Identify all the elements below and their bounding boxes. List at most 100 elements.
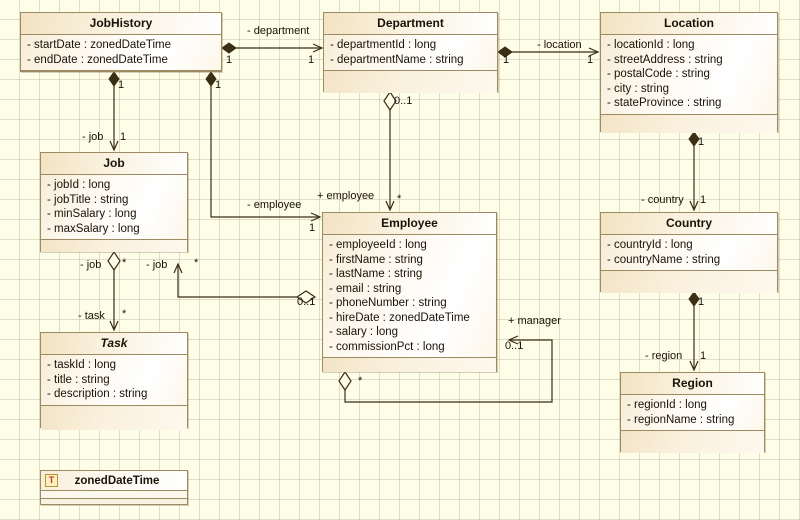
class-box-employee[interactable]: Employee - employeeId : long - firstName… — [322, 212, 497, 372]
edge-multiplicity: * — [358, 375, 363, 387]
attribute-row: - postalCode : string — [607, 68, 710, 80]
class-attributes-department: - departmentId : long - departmentName :… — [324, 35, 497, 71]
edge-label-task: - task — [78, 310, 105, 322]
class-box-region[interactable]: Region - regionId : long - regionName : … — [620, 372, 765, 453]
attribute-row: - title : string — [47, 373, 110, 386]
edge-label-location: - location — [537, 39, 582, 51]
class-title-country: Country — [601, 213, 777, 235]
edge-label-plus-employee: + employee — [317, 190, 375, 202]
class-attributes-location: - locationId : long - streetAddress : st… — [601, 35, 777, 115]
edge-label-employee: - employee — [247, 199, 302, 211]
class-operations-employee — [323, 358, 496, 372]
edge-multiplicity: 1 — [118, 79, 125, 91]
class-title-employee: Employee — [323, 213, 496, 235]
attribute-row: - description : string — [47, 388, 148, 400]
edge-jobhistory-employee — [210, 84, 322, 222]
edge-multiplicity: 1 — [698, 296, 705, 308]
class-attributes-task: - taskId : long - title : string - descr… — [41, 355, 187, 406]
attribute-row: - salary : long — [329, 326, 399, 338]
class-box-country[interactable]: Country - countryId : long - countryName… — [600, 212, 778, 293]
class-attributes-country: - countryId : long - countryName : strin… — [601, 235, 777, 271]
attribute-row: - taskId : long — [47, 359, 117, 371]
class-title-department: Department — [324, 13, 497, 35]
attribute-row: - departmentId : long — [330, 39, 437, 51]
class-operations-location — [601, 114, 777, 133]
edge-multiplicity: 1 — [120, 131, 127, 143]
attribute-row: - countryId : long — [607, 239, 693, 251]
attribute-row: - jobId : long — [47, 179, 111, 191]
type-icon: T — [45, 474, 58, 487]
class-box-job[interactable]: Job - jobId : long - jobTitle : string -… — [40, 152, 188, 252]
aggregation-diamond-employee-manager — [338, 370, 352, 392]
attribute-row: - hireDate : zonedDateTime — [329, 311, 470, 324]
edge-label-job-task: - job — [80, 259, 102, 271]
edge-label-manager: + manager — [508, 315, 561, 327]
attribute-row: - phoneNumber : string — [329, 297, 447, 309]
attribute-row: - regionId : long — [627, 399, 707, 411]
edge-multiplicity: 1 — [215, 79, 222, 91]
edge-label-region: - region — [645, 350, 683, 362]
class-operations-region — [621, 431, 764, 453]
class-title-jobhistory: JobHistory — [21, 13, 221, 35]
type-box-header: T zonedDateTime — [41, 471, 187, 491]
attribute-row: - endDate : zonedDateTime — [27, 53, 168, 66]
edge-multiplicity: 0..1 — [297, 296, 316, 308]
attribute-row: - employeeId : long — [329, 239, 427, 251]
attribute-row: - startDate : zonedDateTime — [27, 39, 172, 51]
edge-multiplicity: * — [397, 193, 402, 205]
attribute-row: - stateProvince : string — [607, 97, 722, 109]
edge-multiplicity: * — [122, 257, 127, 269]
type-box-zoneddatetime[interactable]: T zonedDateTime — [40, 470, 188, 505]
edge-multiplicity: 1 — [700, 194, 707, 206]
class-operations-country — [601, 271, 777, 293]
edge-multiplicity: 1 — [226, 54, 233, 66]
class-box-task[interactable]: Task - taskId : long - title : string - … — [40, 332, 188, 430]
class-box-jobhistory[interactable]: JobHistory - startDate : zonedDateTime -… — [20, 12, 222, 72]
aggregation-diamond-job-task — [107, 250, 121, 272]
attribute-row: - commissionPct : long — [329, 340, 445, 353]
attribute-row: - countryName : string — [607, 253, 721, 266]
attribute-row: - departmentName : string — [330, 53, 464, 66]
edge-label-employee-job: - job — [146, 259, 168, 271]
attribute-row: - city : string — [607, 82, 669, 95]
attribute-row: - locationId : long — [607, 39, 695, 51]
class-attributes-employee: - employeeId : long - firstName : string… — [323, 235, 496, 358]
attribute-row: - jobTitle : string — [47, 193, 129, 206]
edge-multiplicity: 1 — [700, 350, 707, 362]
class-operations-task — [41, 405, 187, 430]
attribute-row: - firstName : string — [329, 253, 423, 266]
class-title-region: Region — [621, 373, 764, 395]
attribute-row: - maxSalary : long — [47, 222, 140, 235]
class-box-department[interactable]: Department - departmentId : long - depar… — [323, 12, 498, 93]
attribute-row: - regionName : string — [627, 413, 735, 426]
composition-diamond-jobhistory-department — [221, 42, 237, 54]
attribute-row: - streetAddress : string — [607, 53, 723, 66]
class-attributes-job: - jobId : long - jobTitle : string - min… — [41, 175, 187, 240]
class-title-location: Location — [601, 13, 777, 35]
edge-label-department: - department — [247, 25, 310, 37]
type-box-section — [41, 491, 187, 499]
attribute-row: - email : string — [329, 282, 402, 295]
edge-multiplicity: 1 — [309, 222, 316, 234]
class-title-job: Job — [41, 153, 187, 175]
edge-multiplicity: 1 — [308, 54, 315, 66]
attribute-row: - minSalary : long — [47, 208, 137, 220]
class-attributes-region: - regionId : long - regionName : string — [621, 395, 764, 431]
edge-multiplicity: * — [122, 308, 127, 320]
edge-multiplicity: 0..1 — [394, 95, 413, 107]
edge-label-country: - country — [641, 194, 684, 206]
edge-multiplicity: 1 — [587, 54, 594, 66]
type-box-footer — [41, 499, 187, 504]
edge-multiplicity: 1 — [698, 136, 705, 148]
class-box-location[interactable]: Location - locationId : long - streetAdd… — [600, 12, 778, 133]
class-attributes-jobhistory: - startDate : zonedDateTime - endDate : … — [21, 35, 221, 71]
edge-multiplicity: 1 — [503, 54, 510, 66]
edge-label-job: - job — [82, 131, 104, 143]
type-box-title: zonedDateTime — [74, 474, 160, 487]
attribute-row: - lastName : string — [329, 268, 423, 280]
edge-multiplicity: 0..1 — [505, 340, 524, 352]
class-title-task: Task — [41, 333, 187, 355]
edge-multiplicity: * — [194, 257, 199, 269]
class-operations-department — [324, 71, 497, 93]
